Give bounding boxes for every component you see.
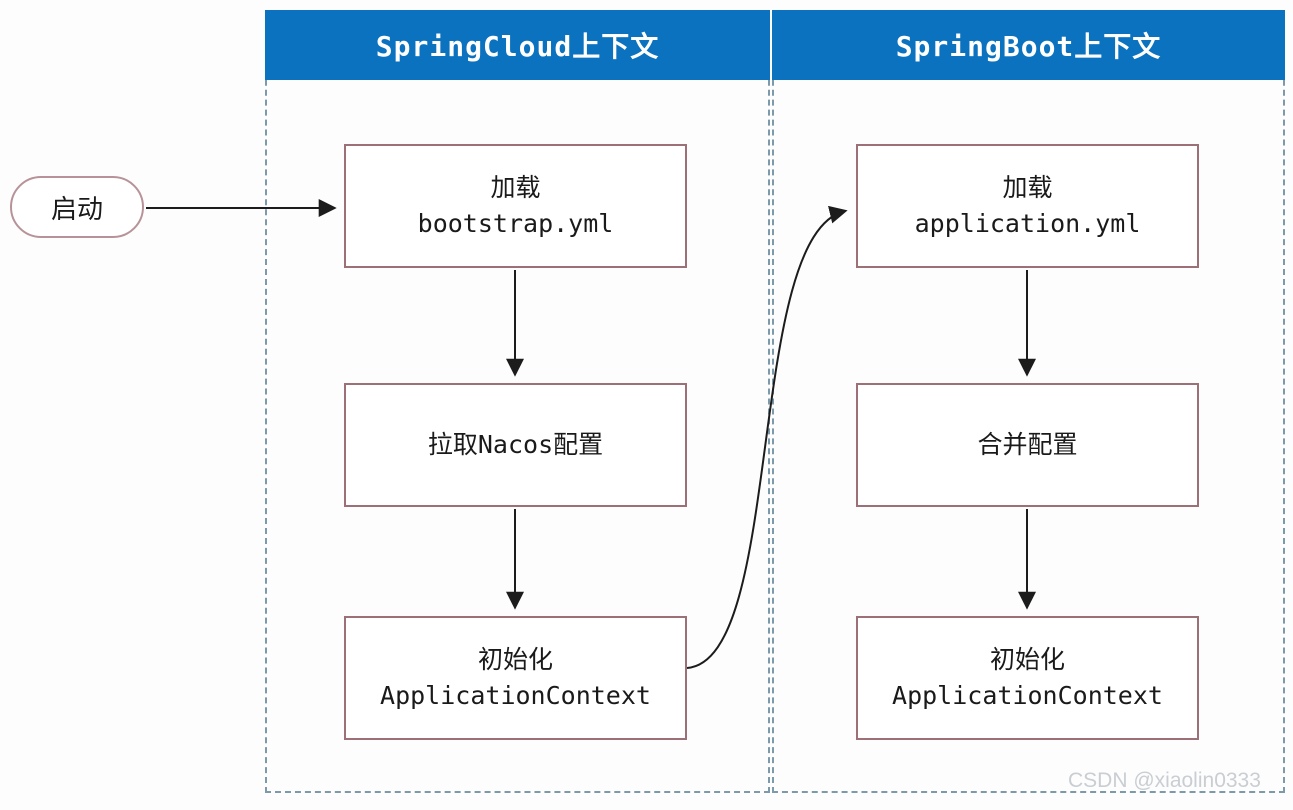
node-label-line: bootstrap.yml xyxy=(417,209,614,238)
panel-header-springcloud: SpringCloud上下文 xyxy=(265,10,770,80)
node-label-line: 加载 xyxy=(490,173,541,202)
panel-title-springboot: SpringBoot上下文 xyxy=(895,30,1162,63)
start-node: 启动 xyxy=(10,176,144,238)
node-label-line: application.yml xyxy=(914,209,1141,238)
node-load-bootstrap-yml: 加载 bootstrap.yml xyxy=(344,144,687,268)
node-label-line: ApplicationContext xyxy=(380,681,651,710)
node-label-line: 初始化 xyxy=(477,645,553,674)
start-node-label: 启动 xyxy=(50,194,103,225)
node-init-applicationcontext-cloud: 初始化 ApplicationContext xyxy=(344,616,687,740)
node-label-line: ApplicationContext xyxy=(892,681,1163,710)
node-label-line: 加载 xyxy=(1002,173,1053,202)
node-pull-nacos-config: 拉取Nacos配置 xyxy=(344,383,687,507)
node-load-application-yml: 加载 application.yml xyxy=(856,144,1199,268)
node-label-line: 拉取Nacos配置 xyxy=(427,430,604,459)
panel-springcloud-context: SpringCloud上下文 xyxy=(265,10,770,793)
csdn-watermark: CSDN @xiaolin0333 xyxy=(1068,769,1261,792)
panel-title-springcloud: SpringCloud上下文 xyxy=(375,30,660,63)
node-init-applicationcontext-boot: 初始化 ApplicationContext xyxy=(856,616,1199,740)
node-label-line: 初始化 xyxy=(989,645,1065,674)
node-merge-config: 合并配置 xyxy=(856,383,1199,507)
panel-header-springboot: SpringBoot上下文 xyxy=(772,10,1285,80)
node-label-line: 合并配置 xyxy=(977,430,1078,459)
